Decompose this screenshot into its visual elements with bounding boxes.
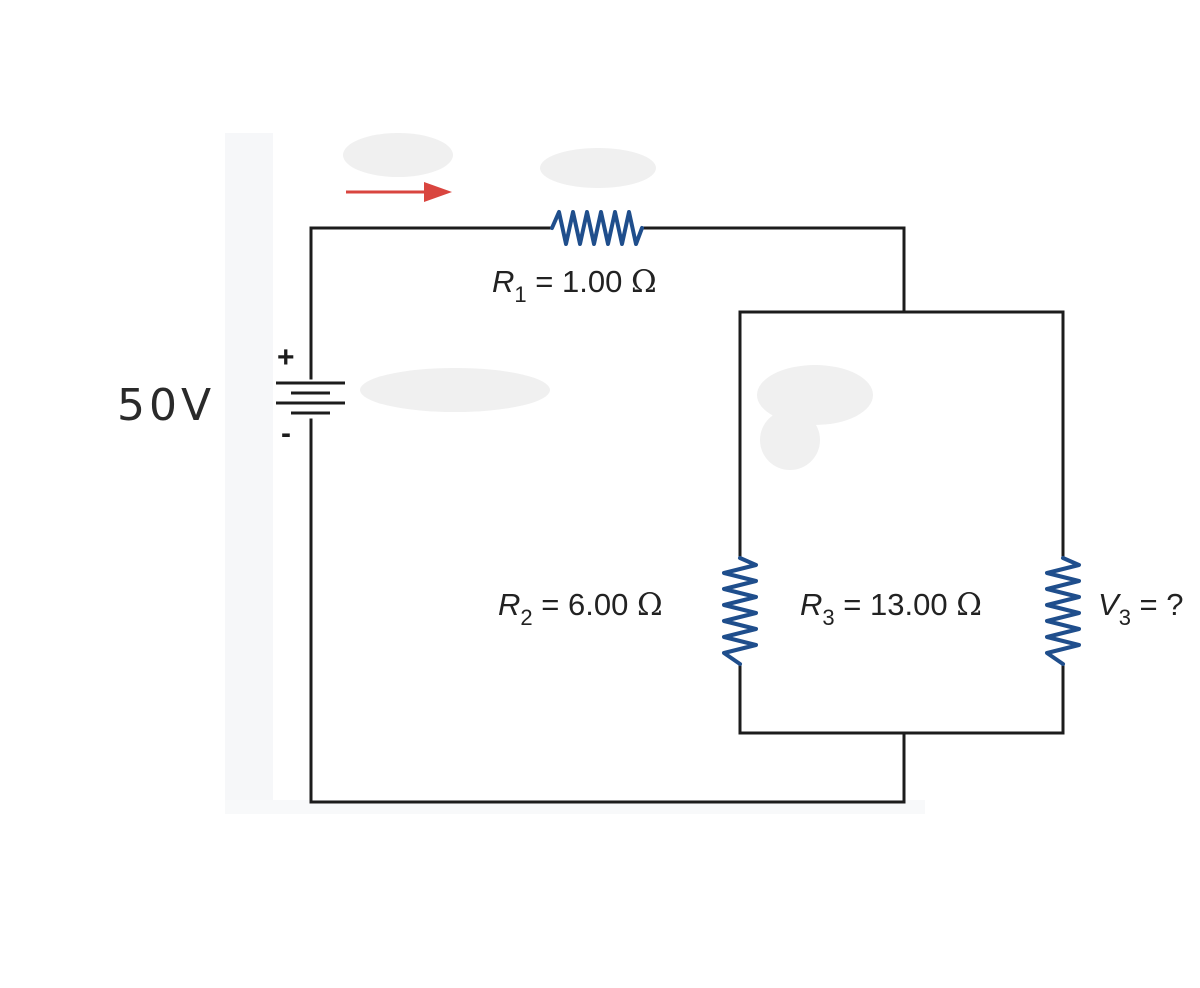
- resistor-r2-label: R2 = 6.00 Ω: [498, 587, 663, 630]
- r1-subscript: 1: [514, 282, 526, 307]
- v3-value: ?: [1166, 587, 1183, 622]
- r3-unit: Ω: [956, 587, 982, 623]
- r2-symbol: R: [498, 587, 520, 622]
- r1-unit: Ω: [631, 264, 657, 300]
- background-panel: [225, 133, 273, 813]
- resistor-r1: [550, 210, 644, 246]
- erased-smudge: [360, 368, 550, 412]
- current-arrow: [346, 182, 452, 202]
- battery-minus-sign: -: [281, 417, 291, 450]
- unknown-voltage-label: V3 = ?: [1098, 587, 1184, 630]
- r1-value: 1.00: [562, 264, 622, 299]
- circuit-wires: [309, 226, 1065, 804]
- resistor-r3: [1045, 556, 1081, 666]
- battery-plus-sign: +: [277, 341, 295, 374]
- resistor-r2: [722, 556, 758, 666]
- erased-smudge: [343, 133, 453, 177]
- erased-smudge: [760, 410, 820, 470]
- resistor-r1-label: R1 = 1.00 Ω: [492, 264, 657, 307]
- v3-symbol: V: [1098, 587, 1122, 622]
- erased-smudge: [757, 365, 873, 425]
- r3-equals: =: [835, 587, 870, 622]
- r2-unit: Ω: [637, 587, 663, 623]
- r3-subscript: 3: [822, 605, 834, 630]
- source-voltage-label: 50V: [117, 380, 215, 431]
- v3-equals: =: [1131, 587, 1166, 622]
- r3-symbol: R: [800, 587, 822, 622]
- r2-value: 6.00: [568, 587, 628, 622]
- r1-symbol: R: [492, 264, 514, 299]
- r3-value: 13.00: [870, 587, 948, 622]
- r1-equals: =: [527, 264, 562, 299]
- r2-equals: =: [533, 587, 568, 622]
- v3-subscript: 3: [1119, 605, 1131, 630]
- erased-smudge: [540, 148, 656, 188]
- r2-subscript: 2: [520, 605, 532, 630]
- battery-symbol: [276, 381, 345, 415]
- resistor-r3-label: R3 = 13.00 Ω: [800, 587, 982, 630]
